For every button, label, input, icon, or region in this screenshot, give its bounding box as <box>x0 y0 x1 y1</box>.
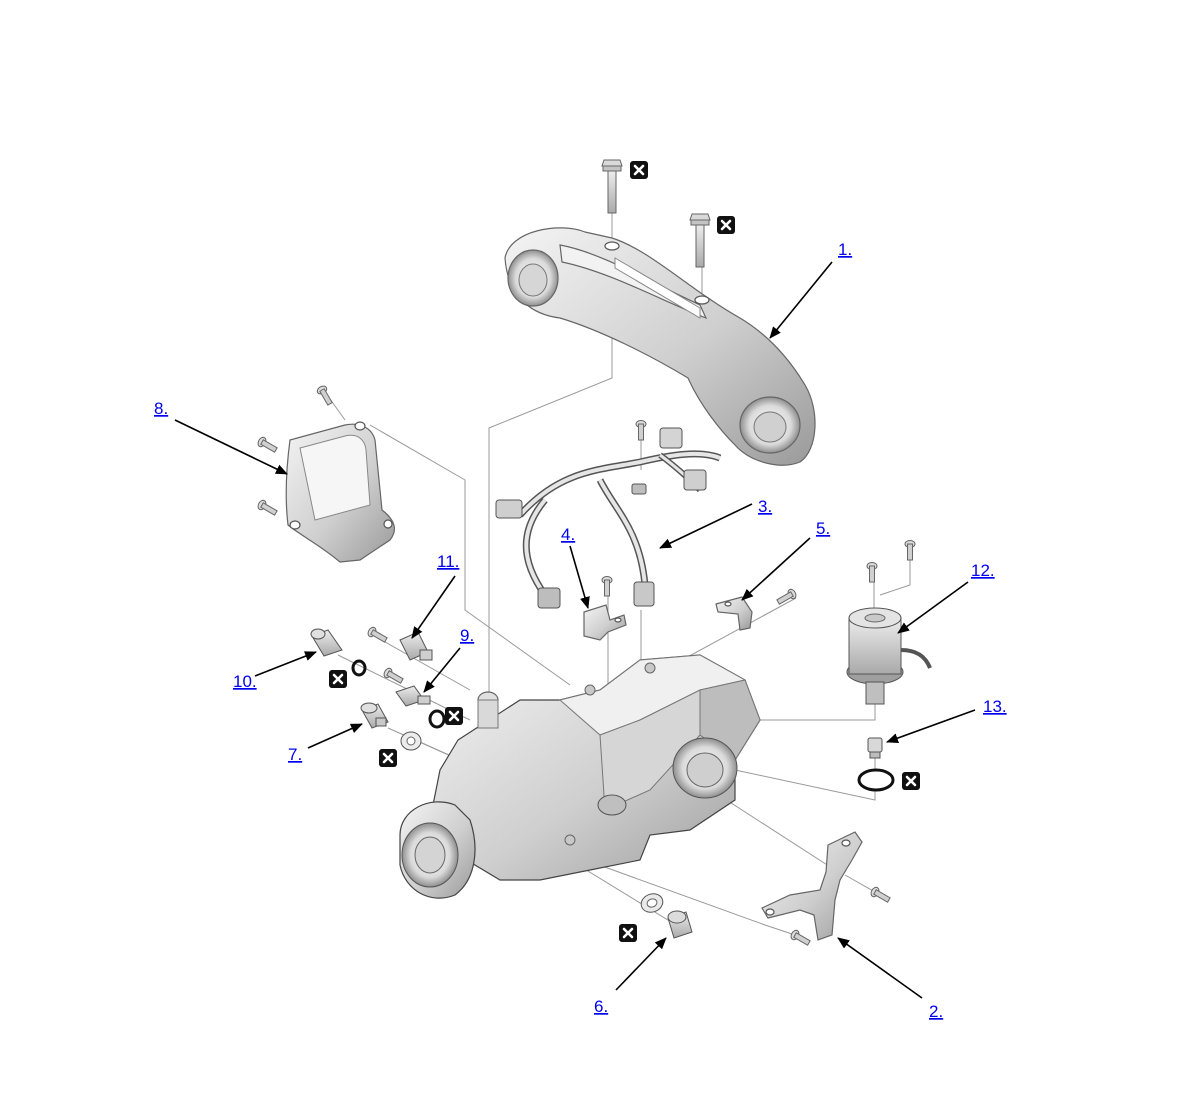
replace-marker-10 <box>327 668 349 690</box>
arm-bolt-1 <box>601 159 623 214</box>
washer-6 <box>640 893 664 913</box>
shield-bolt-2 <box>255 435 279 455</box>
plug-6-part <box>667 910 693 939</box>
callout-11-text[interactable]: 11. <box>437 552 459 571</box>
lower-bracket-bolt-1 <box>868 885 892 905</box>
bracket-4-bolt <box>601 576 613 597</box>
heat-shield-part <box>285 421 396 563</box>
motor-bolt-1 <box>866 562 878 583</box>
callout-12-text[interactable]: 12. <box>971 561 995 580</box>
fitting-13-part <box>867 737 883 759</box>
callout-9-text[interactable]: 9. <box>460 626 474 645</box>
sensor-11-part <box>399 631 433 661</box>
lower-bracket-bolt-2 <box>788 928 812 948</box>
callout-3-text[interactable]: 3. <box>758 497 772 516</box>
washer-7 <box>400 731 422 751</box>
harness-bolt <box>635 420 647 441</box>
lower-bracket-part <box>761 831 863 941</box>
sensor-9-part <box>395 685 431 707</box>
callout-1-text[interactable]: 1. <box>838 240 852 259</box>
callout-11-link[interactable]: 11. <box>437 552 459 571</box>
callout-7-link[interactable]: 7. <box>288 745 302 764</box>
callout-13-link[interactable]: 13. <box>983 697 1007 716</box>
callout-5-link[interactable]: 5. <box>816 519 830 538</box>
bracket-5-part <box>715 596 753 631</box>
wiring-harness-part <box>495 427 722 609</box>
transfer-case-unit <box>399 654 761 899</box>
leader-lines <box>174 261 976 999</box>
o-ring-13 <box>857 768 895 792</box>
shield-bolt-1 <box>315 383 335 407</box>
callout-10-text[interactable]: 10. <box>233 672 257 691</box>
o-ring-9 <box>428 709 446 729</box>
callout-1-link[interactable]: 1. <box>838 240 852 259</box>
bracket-4-part <box>583 604 627 641</box>
callout-2-link[interactable]: 2. <box>929 1002 943 1021</box>
callout-3-link[interactable]: 3. <box>758 497 772 516</box>
callout-10-link[interactable]: 10. <box>233 672 257 691</box>
actuator-motor-part <box>846 607 932 705</box>
arm-bolt-2 <box>689 213 711 268</box>
callout-8-text[interactable]: 8. <box>154 399 168 418</box>
callout-5-text[interactable]: 5. <box>816 519 830 538</box>
replace-marker-1 <box>628 159 650 181</box>
sensor-11-bolt <box>365 625 389 645</box>
callout-8-link[interactable]: 8. <box>154 399 168 418</box>
callout-7-text[interactable]: 7. <box>288 745 302 764</box>
callout-2-text[interactable]: 2. <box>929 1002 943 1021</box>
switch-10-part <box>310 628 343 657</box>
callout-13-text[interactable]: 13. <box>983 697 1007 716</box>
plug-7-part <box>360 702 389 729</box>
replace-marker-6 <box>617 922 639 944</box>
o-ring-10 <box>351 659 367 677</box>
motor-bolt-2 <box>904 540 916 561</box>
callout-4-link[interactable]: 4. <box>561 525 575 544</box>
replace-marker-2 <box>715 214 737 236</box>
replace-marker-7 <box>377 747 399 769</box>
shield-bolt-3 <box>255 498 279 518</box>
callout-6-text[interactable]: 6. <box>594 997 608 1016</box>
replace-marker-9 <box>443 705 465 727</box>
callout-labels: 1. 2. 3. 4. 5. 6. 7. 8. 9. 10. 11. <box>154 240 1007 1021</box>
mount-arm-part <box>504 227 816 466</box>
callout-6-link[interactable]: 6. <box>594 997 608 1016</box>
callout-4-text[interactable]: 4. <box>561 525 575 544</box>
callout-12-link[interactable]: 12. <box>971 561 995 580</box>
callout-9-link[interactable]: 9. <box>460 626 474 645</box>
replace-marker-13 <box>900 770 922 792</box>
